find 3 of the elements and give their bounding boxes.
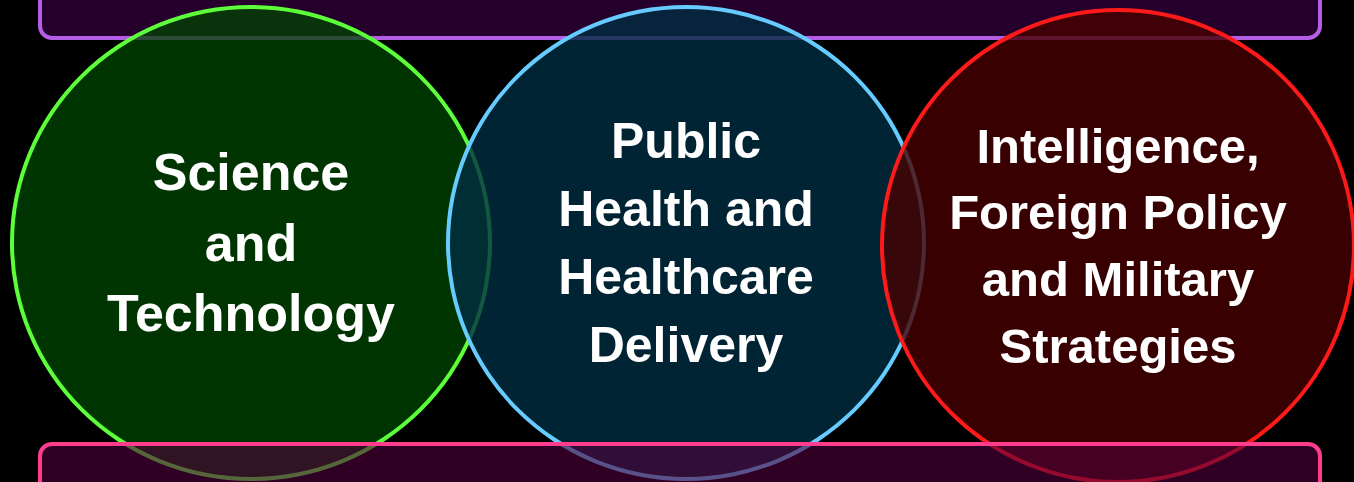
circle-label: Intelligence, Foreign Policy and Military Strategies	[948, 117, 1288, 375]
circle-label: Public Health and Healthcare Delivery	[557, 112, 815, 375]
circle-label: Science and Technology	[106, 141, 396, 345]
